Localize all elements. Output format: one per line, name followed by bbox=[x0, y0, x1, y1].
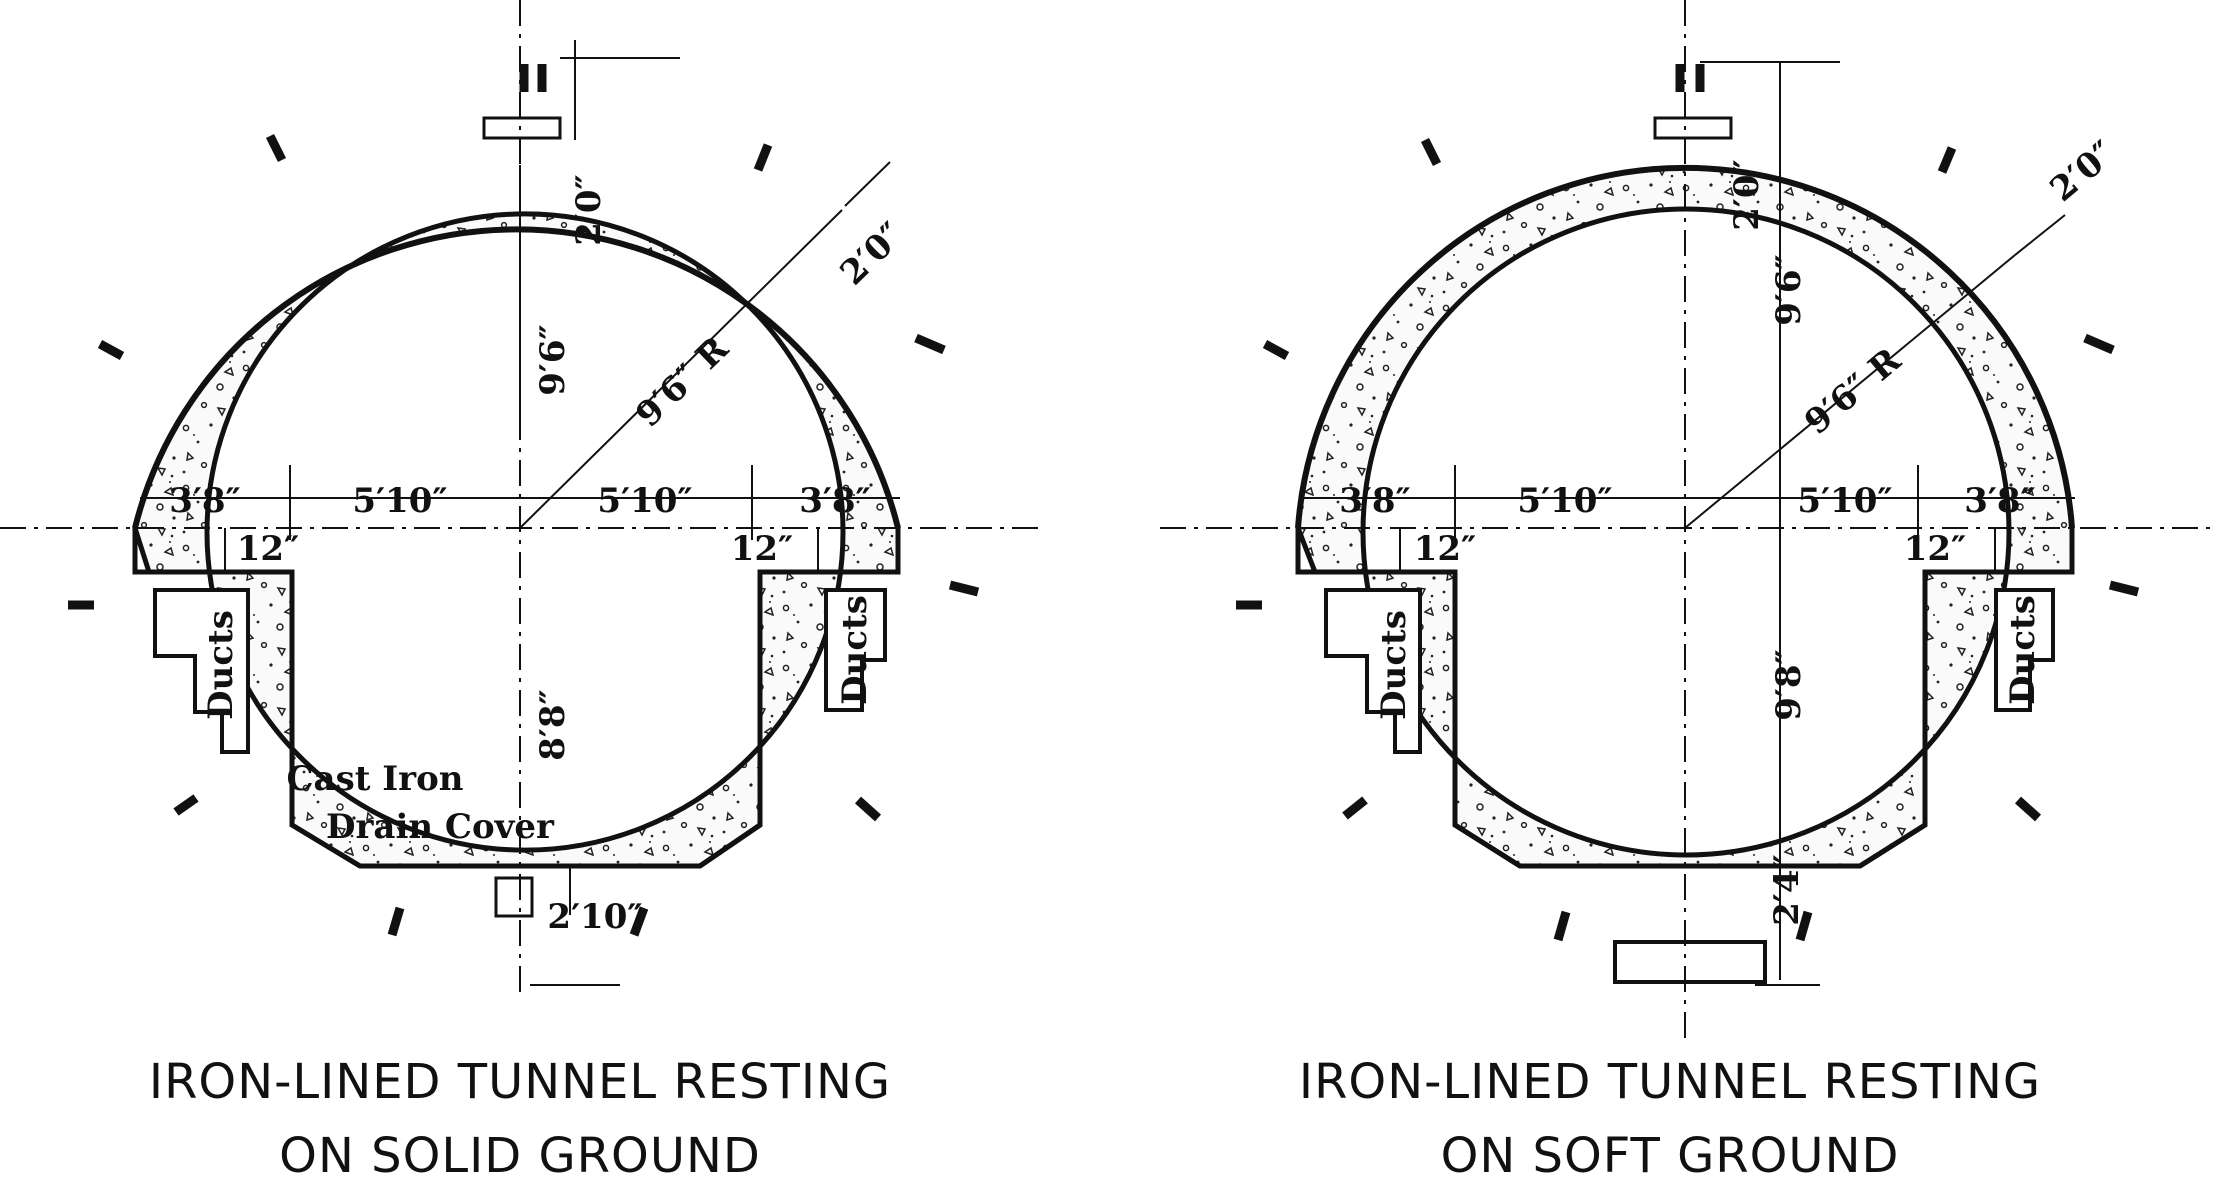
dim-right-step: 12″ bbox=[731, 529, 794, 569]
dim-vertical-down: 8′8″ bbox=[533, 689, 573, 760]
dim-right-step-soft: 12″ bbox=[1904, 529, 1967, 569]
duct-box-left-soft bbox=[1324, 588, 1422, 754]
ducts-left-label-soft: Ducts bbox=[1374, 610, 1414, 720]
dim-left-center-soft: 5′10″ bbox=[1517, 481, 1612, 521]
segment-joints-soft bbox=[1236, 64, 2140, 942]
duct-box-right-soft bbox=[1994, 588, 2055, 712]
dim-left-step-soft: 12″ bbox=[1414, 529, 1477, 569]
tunnel-lining-soft bbox=[1295, 116, 2075, 984]
dim-right-center-soft: 5′10″ bbox=[1797, 481, 1892, 521]
caption-soft: IRON-LINED TUNNEL RESTING ON SOFT GROUND bbox=[1170, 1045, 2170, 1194]
dim-radius-soft: 9′6″ R bbox=[1797, 340, 1909, 443]
dim-invert-soft: 2′4″ bbox=[1767, 854, 1807, 925]
dim-vertical-down-soft: 9′8″ bbox=[1769, 649, 1809, 720]
caption-solid-line-1: IRON-LINED TUNNEL RESTING bbox=[148, 1054, 892, 1110]
ducts-right-label: Ducts bbox=[835, 595, 875, 705]
caption-solid: IRON-LINED TUNNEL RESTING ON SOLID GROUN… bbox=[20, 1045, 1020, 1194]
dim-left-bench: 3′8″ bbox=[169, 481, 240, 521]
dimension-lines-soft bbox=[1300, 61, 2075, 986]
figure-solid-ground: 2′0″ 9′6″ R 2′0″ 9′6″ 8′8″ 3′8″ 5′10″ 5′… bbox=[0, 0, 1040, 1000]
tunnel-lining-solid bbox=[132, 116, 901, 918]
duct-box-left bbox=[153, 588, 250, 754]
caption-solid-line-2: ON SOLID GROUND bbox=[279, 1128, 761, 1185]
dim-right-bench-soft: 3′8″ bbox=[1964, 481, 2035, 521]
figure-soft-ground: 2′0″ 9′6″ R 2′0″ 9′6″ 9′8″ 3′8″ 5′10″ 5′… bbox=[1160, 0, 2210, 1040]
dimension-lines-solid bbox=[140, 40, 900, 986]
dim-top-thickness-soft: 2′0″ bbox=[1727, 159, 1767, 230]
drain-label-2: Drain Cover bbox=[326, 807, 555, 847]
dim-left-step: 12″ bbox=[237, 529, 300, 569]
dim-invert: 2′10″ bbox=[547, 897, 642, 937]
dim-left-bench-soft: 3′8″ bbox=[1339, 481, 1410, 521]
dim-right-bench: 3′8″ bbox=[799, 481, 870, 521]
drain-cover bbox=[494, 876, 534, 918]
dim-vertical-up: 9′6″ bbox=[533, 324, 573, 395]
ducts-left-label: Ducts bbox=[201, 610, 241, 720]
dim-diag-thickness-soft: 2′0″ bbox=[2043, 133, 2123, 210]
dim-right-center: 5′10″ bbox=[597, 481, 692, 521]
dim-top-thickness: 2′0″ bbox=[569, 174, 609, 245]
caption-soft-line-2: ON SOFT GROUND bbox=[1440, 1128, 1900, 1185]
dim-vertical-up-soft: 9′6″ bbox=[1769, 254, 1809, 325]
dim-diag-thickness: 2′0″ bbox=[833, 215, 912, 293]
drain-label-1: Cast Iron bbox=[287, 759, 464, 799]
dimension-labels-solid: 2′0″ 9′6″ R 2′0″ 9′6″ 8′8″ 3′8″ 5′10″ 5′… bbox=[169, 174, 912, 937]
duct-box-right bbox=[824, 588, 887, 712]
ducts-right-label-soft: Ducts bbox=[2003, 595, 2043, 705]
caption-soft-line-1: IRON-LINED TUNNEL RESTING bbox=[1298, 1054, 2042, 1110]
invert-channel bbox=[1613, 940, 1767, 984]
segment-joints-solid bbox=[68, 64, 980, 937]
dim-radius: 9′6″ R bbox=[628, 328, 737, 435]
dim-left-center: 5′10″ bbox=[352, 481, 447, 521]
